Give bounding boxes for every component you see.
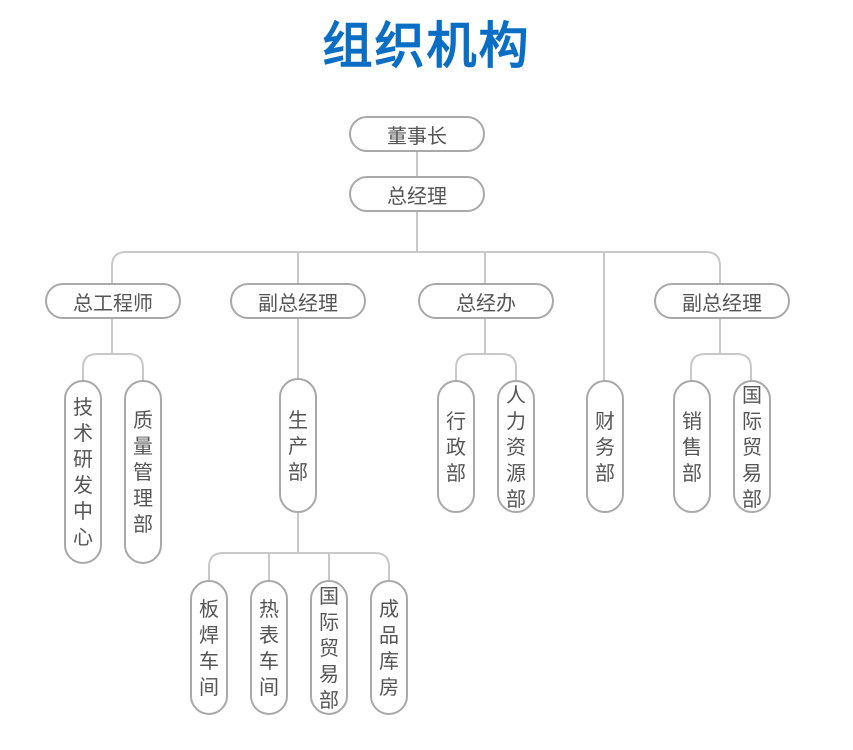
node-label-char: 易 — [319, 661, 339, 686]
node-label-char: 房 — [379, 674, 399, 699]
node-deputy-gm-1: 副总经理 — [230, 283, 366, 319]
node-tech-center: 技术研发中心 — [64, 380, 102, 564]
node-label-char: 发 — [73, 473, 93, 497]
node-label-char: 部 — [682, 460, 702, 485]
node-label-char: 际 — [319, 609, 339, 634]
node-label-char: 贸 — [319, 635, 339, 660]
node-label-char: 部 — [288, 459, 308, 484]
node-label-char: 管 — [133, 460, 153, 484]
node-sales-dept: 销售部 — [673, 380, 711, 513]
node-label-char: 源 — [506, 460, 526, 485]
node-label-char: 销 — [682, 408, 702, 433]
node-label: 副总经理 — [258, 290, 338, 315]
node-label-char: 国 — [319, 583, 339, 608]
node-label-char: 质 — [133, 408, 153, 432]
node-label-char: 理 — [133, 486, 153, 510]
node-label: 总经办 — [456, 290, 516, 315]
node-label-char: 车 — [259, 648, 279, 673]
node-label-char: 生 — [288, 407, 308, 432]
node-label-char: 板 — [199, 596, 219, 621]
node-label-char: 人 — [506, 382, 526, 407]
node-chairman: 董事长 — [349, 116, 485, 152]
node-heat-workshop: 热表车间 — [250, 580, 288, 715]
node-label-char: 贸 — [742, 434, 762, 459]
node-label-char: 间 — [199, 674, 219, 699]
node-gm-office: 总经办 — [418, 283, 554, 319]
node-label-char: 部 — [742, 486, 762, 511]
node-label-char: 国 — [742, 382, 762, 407]
node-label-char: 易 — [742, 460, 762, 485]
node-label-char: 车 — [199, 648, 219, 673]
node-label-char: 行 — [446, 408, 466, 433]
page-title: 组织机构 — [322, 17, 531, 75]
node-label-char: 表 — [259, 622, 279, 647]
node-label-char: 热 — [259, 596, 279, 621]
node-deputy-gm-2: 副总经理 — [654, 283, 790, 319]
node-label-char: 部 — [133, 512, 153, 536]
node-general-manager: 总经理 — [349, 176, 485, 212]
node-label: 副总经理 — [682, 290, 762, 315]
node-warehouse: 成品库房 — [370, 580, 408, 715]
node-label-char: 部 — [319, 687, 339, 712]
node-label-char: 售 — [682, 434, 702, 459]
node-label-char: 资 — [506, 434, 526, 459]
node-label-char: 财 — [595, 408, 615, 433]
node-welding-workshop: 板焊车间 — [190, 580, 228, 715]
node-label-char: 务 — [595, 434, 615, 459]
node-admin-dept: 行政部 — [437, 380, 475, 513]
node-trade-dept-1: 国际贸易部 — [733, 380, 771, 513]
node-label-char: 焊 — [199, 622, 219, 647]
node-label-char: 量 — [133, 434, 153, 458]
node-label-char: 产 — [288, 433, 308, 458]
node-label-char: 研 — [73, 447, 93, 471]
node-chief-engineer: 总工程师 — [45, 283, 181, 319]
node-label: 总工程师 — [73, 290, 153, 315]
node-hr-dept: 人力资源部 — [497, 380, 535, 513]
node-label-char: 术 — [73, 421, 93, 445]
node-label: 总经理 — [387, 183, 447, 208]
node-label-char: 政 — [446, 434, 466, 459]
node-finance-dept: 财务部 — [586, 380, 624, 513]
node-production-dept: 生产部 — [279, 378, 317, 513]
node-label-char: 间 — [259, 674, 279, 699]
node-label: 董事长 — [387, 123, 447, 148]
node-trade-dept-2: 国际贸易部 — [310, 580, 348, 715]
node-label-char: 库 — [379, 648, 399, 673]
node-quality-dept: 质量管理部 — [124, 380, 162, 564]
node-label-char: 部 — [446, 460, 466, 485]
node-label-char: 中 — [73, 499, 93, 523]
node-label-char: 部 — [595, 460, 615, 485]
node-label-char: 力 — [506, 408, 526, 433]
node-label-char: 技 — [73, 395, 93, 419]
node-label-char: 品 — [379, 622, 399, 647]
node-label-char: 心 — [73, 525, 93, 549]
node-label-char: 际 — [742, 408, 762, 433]
node-label-char: 成 — [379, 596, 399, 621]
node-label-char: 部 — [506, 486, 526, 511]
